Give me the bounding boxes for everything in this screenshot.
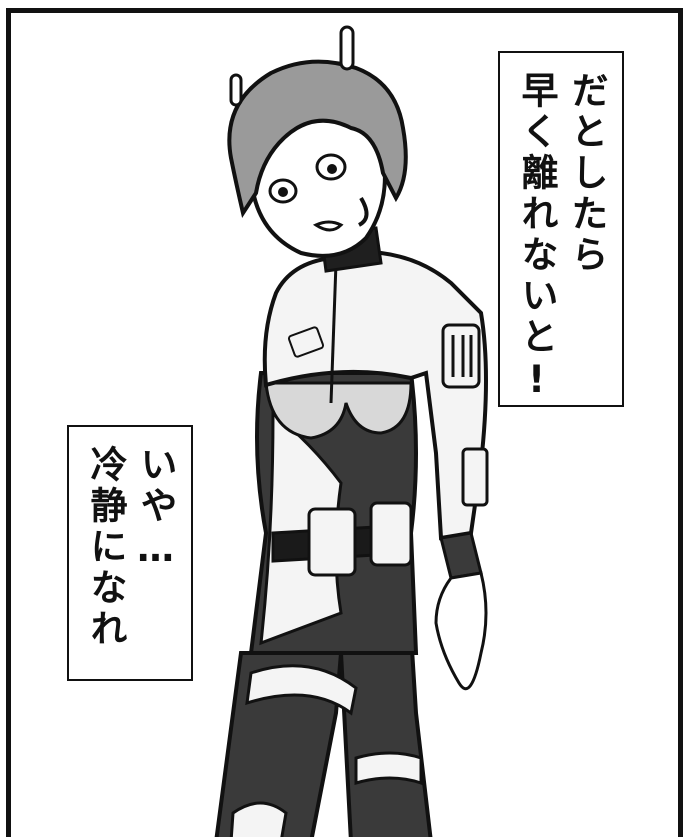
caption-box-top-right: だとしたら 早く離れないと! (498, 51, 624, 407)
sleeve-patch-upper (441, 323, 481, 389)
caption-line: 早く離れないと! (515, 71, 558, 405)
caption-box-bottom-left: いや… 冷静になれ (67, 425, 193, 681)
caption-line: だとしたら (565, 71, 608, 276)
antenna-left (229, 73, 243, 107)
caption-line: 冷静になれ (84, 445, 127, 650)
right-leg (338, 630, 433, 837)
forearm (439, 531, 483, 580)
chest-pocket (287, 326, 325, 358)
antenna-right (339, 25, 355, 71)
mouth (312, 220, 344, 232)
chest (264, 381, 413, 440)
comic-panel: だとしたら 早く離れないと! いや… 冷静になれ (6, 8, 683, 837)
belt-pouch-left (307, 507, 357, 577)
hand (434, 571, 488, 691)
knee-band (354, 751, 423, 786)
belt-pouch-right (369, 501, 413, 567)
thigh-band (245, 664, 358, 716)
headset-mic (357, 196, 369, 227)
hair (227, 59, 408, 219)
torso-light-panel (259, 409, 343, 646)
boot (229, 801, 288, 837)
jacket-zip (329, 262, 338, 404)
caption-line: いや… (134, 445, 177, 574)
sleeve-patch-lower (461, 447, 489, 507)
character-illustration (214, 25, 489, 837)
